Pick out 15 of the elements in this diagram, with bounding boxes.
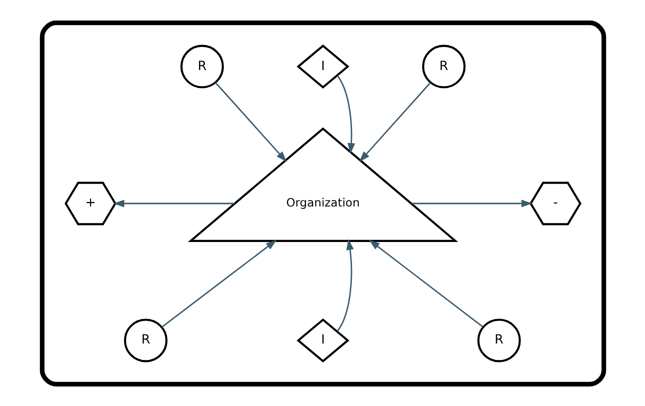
arrow: [336, 238, 354, 332]
arrow: [368, 239, 483, 327]
arrow: [358, 82, 430, 162]
arrow: [411, 199, 532, 207]
arrow: [214, 82, 286, 162]
node-diamond: I: [296, 44, 349, 88]
arrow: [112, 199, 234, 207]
node-diamond: I: [296, 318, 349, 362]
node-circle: R: [422, 44, 466, 88]
node-circle: R: [180, 44, 224, 88]
node-circle: R: [476, 318, 520, 362]
cluster: [39, 20, 606, 386]
arrow: [336, 74, 355, 154]
node-circle: R: [124, 318, 168, 362]
arrow: [160, 239, 276, 328]
